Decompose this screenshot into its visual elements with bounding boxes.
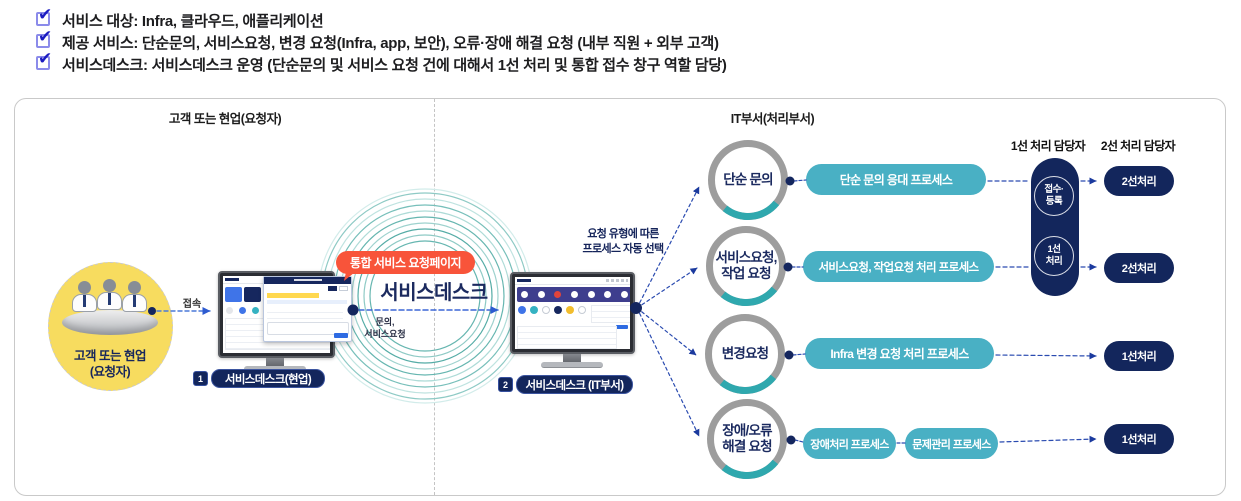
checkbox-icon (36, 27, 52, 48)
type-circle-simple-inquiry: 단순 문의 (708, 140, 788, 220)
type-circle-incident-request: 장애/오류 해결 요청 (707, 399, 787, 479)
person-icon (72, 281, 98, 314)
section-divider (434, 99, 435, 495)
handler-pill-row3: 1선처리 (1104, 341, 1174, 371)
checkbox-icon (36, 5, 52, 26)
monitor2-label: 서비스데스크 (IT부서) (516, 375, 633, 394)
checkbox-icon (36, 49, 52, 70)
handler-pill-row2: 2선처리 (1104, 253, 1174, 283)
monitor-stand (266, 358, 284, 368)
process-pill-service-request: 서비스요청, 작업요청 처리 프로세스 (803, 251, 994, 282)
popup-titlebar (264, 277, 351, 284)
summary-panel (591, 305, 630, 323)
bullet-provided-services: 제공 서비스: 단순문의, 서비스요청, 변경 요청(Infra, app, 보… (62, 35, 719, 52)
handler-pill-row1: 2선처리 (1104, 166, 1174, 196)
first-line-capsule: 접수· 등록 1선 처리 (1031, 158, 1079, 296)
monitor-stand-base (541, 362, 603, 368)
request-form-popup (263, 276, 352, 342)
monitor-stand (563, 354, 581, 364)
left-section-header: 고객 또는 현업(요청자) (168, 112, 282, 126)
process-pill-change-request: Infra 변경 요청 처리 프로세스 (805, 338, 994, 369)
right-section-header: IT부서(처리부서) (730, 112, 815, 126)
monitor1-number: 1 (193, 371, 208, 386)
person-icon (97, 279, 123, 312)
process-step-banner (517, 287, 630, 302)
auto-select-note: 요청 유형에 따른 프로세스 자동 선택 (582, 228, 664, 255)
person-icon (122, 281, 148, 314)
request-note: 문의, 서비스요청 (364, 317, 406, 340)
process-pill-incident: 장애처리 프로세스 (803, 428, 896, 459)
ticket-table (517, 326, 617, 349)
dashboard-tile (244, 287, 261, 302)
access-label: 접속 (182, 299, 202, 310)
monitor-it (510, 272, 635, 354)
process-pill-problem: 문제관리 프로세스 (905, 428, 998, 459)
handler-pill-row4: 1선처리 (1104, 424, 1174, 454)
type-circle-change-request: 변경요청 (705, 314, 785, 394)
type-circle-service-request: 서비스요청, 작업 요청 (706, 226, 786, 306)
monitor2-number: 2 (498, 377, 513, 392)
unified-request-page-badge: 통합 서비스 요청페이지 (336, 251, 475, 274)
popup-submit-button (334, 333, 348, 338)
first-line-handler-header: 1선 처리 담당자 (1010, 139, 1086, 153)
bullet-servicedesk: 서비스데스크: 서비스데스크 운영 (단순문의 및 서비스 요청 건에 대해서 … (62, 57, 727, 74)
monitor1-label: 서비스데스크(현업) (211, 369, 325, 388)
requester-platform (62, 310, 158, 335)
second-line-handler-header: 2선 처리 담당자 (1100, 139, 1176, 153)
servicedesk-title: 서비스데스크 (380, 282, 488, 304)
process-pill-simple-inquiry: 단순 문의 응대 프로세스 (806, 164, 986, 195)
dashboard-tile (225, 287, 242, 302)
requester-label-line1: 고객 또는 현업 (74, 349, 146, 363)
capsule-step-receive: 접수· 등록 (1034, 176, 1074, 216)
bullet-service-target: 서비스 대상: Infra, 클라우드, 애플리케이션 (62, 13, 324, 30)
capsule-step-firstline: 1선 처리 (1034, 236, 1074, 276)
requester-label-line2: (요청자) (89, 365, 131, 379)
monitor-it-screen (515, 277, 630, 349)
